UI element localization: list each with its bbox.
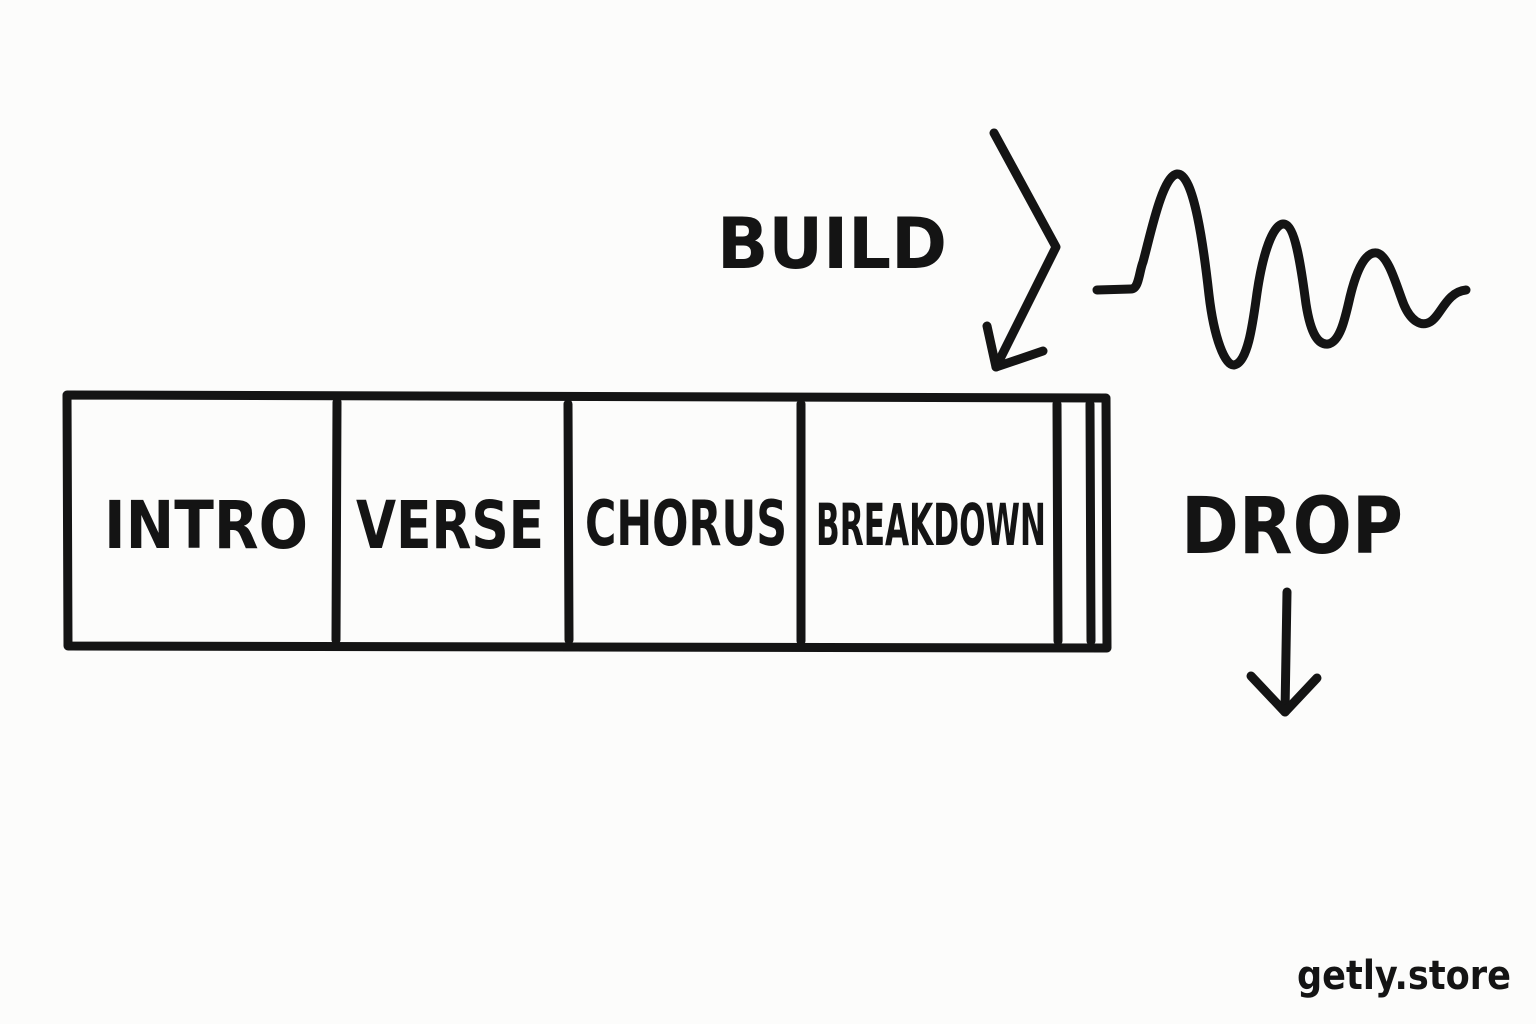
build-arrow-icon: [982, 128, 1061, 372]
divider-breakdown-drop-1: [1052, 399, 1063, 646]
drop-label: DROP: [1181, 482, 1403, 572]
divider-breakdown-drop-2: [1085, 399, 1096, 646]
timeline-bar-outline: [62, 390, 1112, 653]
timeline-bar: [62, 390, 1112, 653]
divider-intro-verse: [331, 397, 342, 645]
build-label: BUILD: [717, 203, 947, 285]
section-label-breakdown: BREAKDOWN: [816, 491, 1046, 559]
divider-verse-chorus: [563, 399, 574, 645]
brand-watermark: getly.store: [1297, 953, 1511, 999]
section-label-verse: VERSE: [356, 487, 544, 564]
section-label-chorus: CHORUS: [585, 487, 787, 560]
waveform-icon: [1092, 169, 1471, 370]
section-label-intro: INTRO: [104, 487, 308, 564]
drop-arrow-icon: [1246, 587, 1322, 717]
